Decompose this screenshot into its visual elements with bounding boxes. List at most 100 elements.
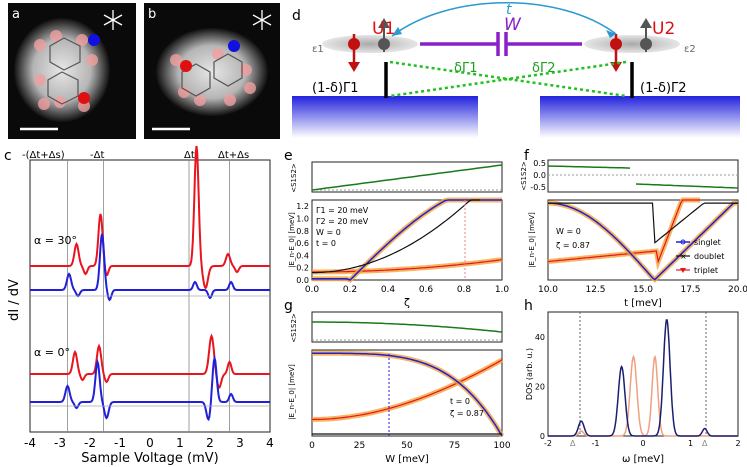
param: W = 0 — [556, 227, 581, 236]
label-eps2: ε2 — [684, 44, 696, 55]
x-axis-label: Sample Voltage (mV) — [81, 451, 218, 466]
label-G2: (1-δ)Γ2 — [640, 81, 687, 96]
spin-correlation-curve — [547, 165, 631, 169]
singlet-curve — [548, 202, 738, 281]
doublet-curve — [312, 199, 480, 274]
tick-label: 25 — [354, 441, 365, 451]
legend: singlet × doublet triplet — [676, 238, 724, 275]
x-axis-label: ζ — [404, 296, 410, 309]
tick-label: -1 — [592, 439, 600, 448]
tick-label: 0.0 — [533, 171, 546, 180]
tick-label: 4 — [266, 436, 274, 450]
panel-letter: a — [12, 7, 20, 22]
tick-label: 17.5 — [680, 285, 700, 295]
panel-letter: d — [292, 8, 301, 24]
param: W = 0 — [316, 228, 341, 237]
tick-label: 0.6 — [296, 239, 309, 248]
triplet-curve — [547, 199, 700, 264]
plot-frame-e — [311, 199, 503, 281]
spin-correlation-curve — [311, 164, 503, 191]
magnetic-atom-red — [180, 60, 192, 72]
tick-label: 12.5 — [585, 285, 605, 295]
lead-right — [540, 96, 740, 138]
panel-d: d U1 U2 ε1 ε2 t — [292, 2, 740, 138]
didv-red-0deg — [30, 333, 270, 390]
tick-label: 0.2 — [296, 264, 309, 273]
param: t = 0 — [316, 239, 336, 248]
tick-label: 75 — [449, 441, 460, 451]
tick-label: -1 — [114, 436, 126, 450]
param: Γ1 = 20 meV — [316, 206, 369, 215]
tick-label: 0.8 — [296, 227, 309, 236]
cross-coupling-2 — [389, 60, 627, 98]
svg-text:×: × — [680, 252, 687, 261]
tick-label: 0.0 — [296, 276, 309, 285]
panel-letter: f — [524, 148, 530, 164]
param: ζ = 0.87 — [450, 409, 484, 418]
panel-c: c -(Δt+Δs) -Δt Δt Δt+Δs α = 30° α = 0° -… — [4, 145, 274, 466]
alpha-label: α = 30° — [34, 234, 77, 247]
tick-label: 0 — [146, 436, 154, 450]
tick-label: 0 — [309, 441, 315, 451]
panel-letter: e — [284, 148, 293, 164]
didv-blue-30deg — [30, 233, 270, 302]
label-W: W — [504, 15, 522, 35]
top-label: -Δt — [90, 150, 104, 161]
spin-up-arrow — [640, 18, 652, 52]
tick-label: 10.0 — [538, 285, 558, 295]
tick-label: 100 — [493, 441, 510, 451]
tick-label: -3 — [54, 436, 66, 450]
tick-label: 1 — [176, 436, 184, 450]
tick-label: 0.2 — [343, 285, 357, 295]
capacitor-W — [420, 32, 582, 56]
top-label: -(Δt+Δs) — [22, 150, 65, 161]
panel-f: f W = 0 ζ = 0.87 singlet × doublet tripl… — [520, 148, 747, 309]
plot-frame-e-top — [311, 161, 503, 193]
plot-frame-g — [311, 349, 503, 437]
tick-label: 0 — [540, 432, 545, 441]
didv-red-30deg — [30, 145, 270, 290]
cross-coupling-1 — [389, 60, 627, 98]
x-axis-label: t [meV] — [624, 298, 662, 309]
tick-label: 2 — [206, 436, 214, 450]
tick-label: 20 — [535, 382, 545, 391]
y-axis-label: |E_n-E_0| [meV] — [288, 212, 296, 268]
x-axis-label: W [meV] — [385, 454, 429, 465]
panel-e: e Γ1 = 20 meV Γ2 = 20 meV W = 0 t = 0 0.… — [284, 148, 509, 309]
plot-frame-f — [547, 199, 739, 281]
magnetic-atom-red — [78, 92, 90, 104]
tick-label: 0 — [640, 439, 645, 448]
tick-label: 1.2 — [296, 202, 309, 211]
tick-label: 1 — [688, 439, 693, 448]
panel-letter: g — [284, 298, 293, 314]
plot-frame-f-top — [547, 159, 739, 193]
param: ζ = 0.87 — [556, 241, 590, 250]
label-t: t — [506, 2, 512, 18]
tick-label: 1.0 — [495, 285, 510, 295]
tick-label: 1.0 — [296, 214, 309, 223]
label-U2: U2 — [652, 19, 675, 39]
tick-label: -0.5 — [530, 183, 546, 192]
lattice-star-icon — [252, 10, 272, 30]
label-dG2: δΓ2 — [532, 61, 555, 76]
panel-letter: c — [4, 148, 12, 164]
plot-frame-g-top — [311, 311, 503, 343]
tick-label: 15.0 — [633, 285, 653, 295]
tick-label: 40 — [535, 333, 545, 342]
legend-entry: doublet — [694, 252, 724, 261]
x-axis-label: ω [meV] — [622, 454, 664, 465]
tick-label: 20.0 — [728, 285, 747, 295]
doublet-curve — [548, 202, 738, 244]
legend-entry: singlet — [694, 238, 721, 247]
tick-label: -2 — [84, 436, 96, 450]
top-label: Δt+Δs — [218, 150, 249, 161]
panel-b: b — [144, 3, 280, 139]
tick-label: 0.5 — [533, 159, 546, 168]
impurity-level-2 — [584, 35, 680, 53]
tick-label: 2 — [735, 439, 740, 448]
y-axis-label: |E_n-E_0| [meV] — [288, 364, 296, 420]
dos-curve-navy — [548, 319, 738, 437]
